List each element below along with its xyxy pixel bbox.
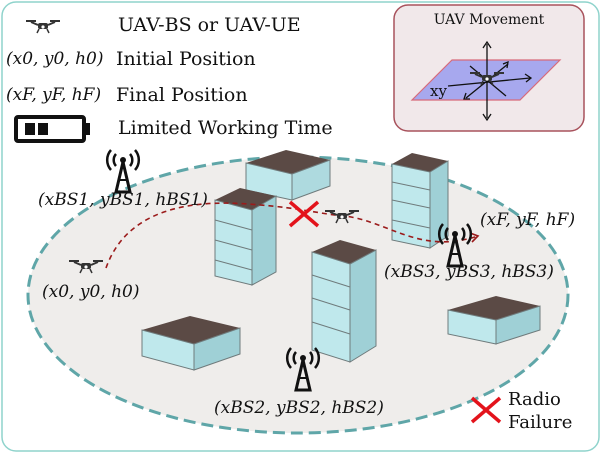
radio-failure-line1: Radio <box>508 389 561 410</box>
battery-legend-text: Limited Working Time <box>118 117 333 139</box>
initial-position-text: Initial Position <box>116 48 256 70</box>
final-position-math: (xF, yF, hF) <box>6 85 102 105</box>
building-center-tower <box>311 240 377 363</box>
final-position-legend: (xF, yF, hF) Final Position <box>6 84 248 106</box>
bs2-coordinates: (xBS2, yBS2, hBS2) <box>214 398 384 418</box>
end-coordinates: (xF, yF, hF) <box>480 210 576 230</box>
building-bottom-left <box>141 316 241 371</box>
building-bottom-right <box>447 296 541 345</box>
building-top-right <box>391 153 449 249</box>
start-coordinates: (x0, y0, h0) <box>42 282 140 302</box>
initial-position-legend: (x0, y0, h0) Initial Position <box>6 48 256 70</box>
radio-failure-line2: Failure <box>508 412 573 433</box>
plane-label: xy <box>430 82 447 100</box>
final-position-text: Final Position <box>116 84 248 106</box>
radio-failure-label: Radio Failure <box>508 388 572 434</box>
battery-legend-label: Limited Working Time <box>118 117 333 139</box>
building-top-center <box>245 150 331 201</box>
bs3-coordinates: (xBS3, yBS3, hBS3) <box>384 262 554 282</box>
battery-icon <box>14 115 90 143</box>
bs1-coordinates: (xBS1, yBS1, hBS1) <box>38 190 208 210</box>
inset-title: UAV Movement <box>433 12 545 28</box>
uav-legend-text: UAV-BS or UAV-UE <box>118 14 301 36</box>
uav-legend-label: UAV-BS or UAV-UE <box>118 14 301 36</box>
initial-position-math: (x0, y0, h0) <box>6 49 104 69</box>
